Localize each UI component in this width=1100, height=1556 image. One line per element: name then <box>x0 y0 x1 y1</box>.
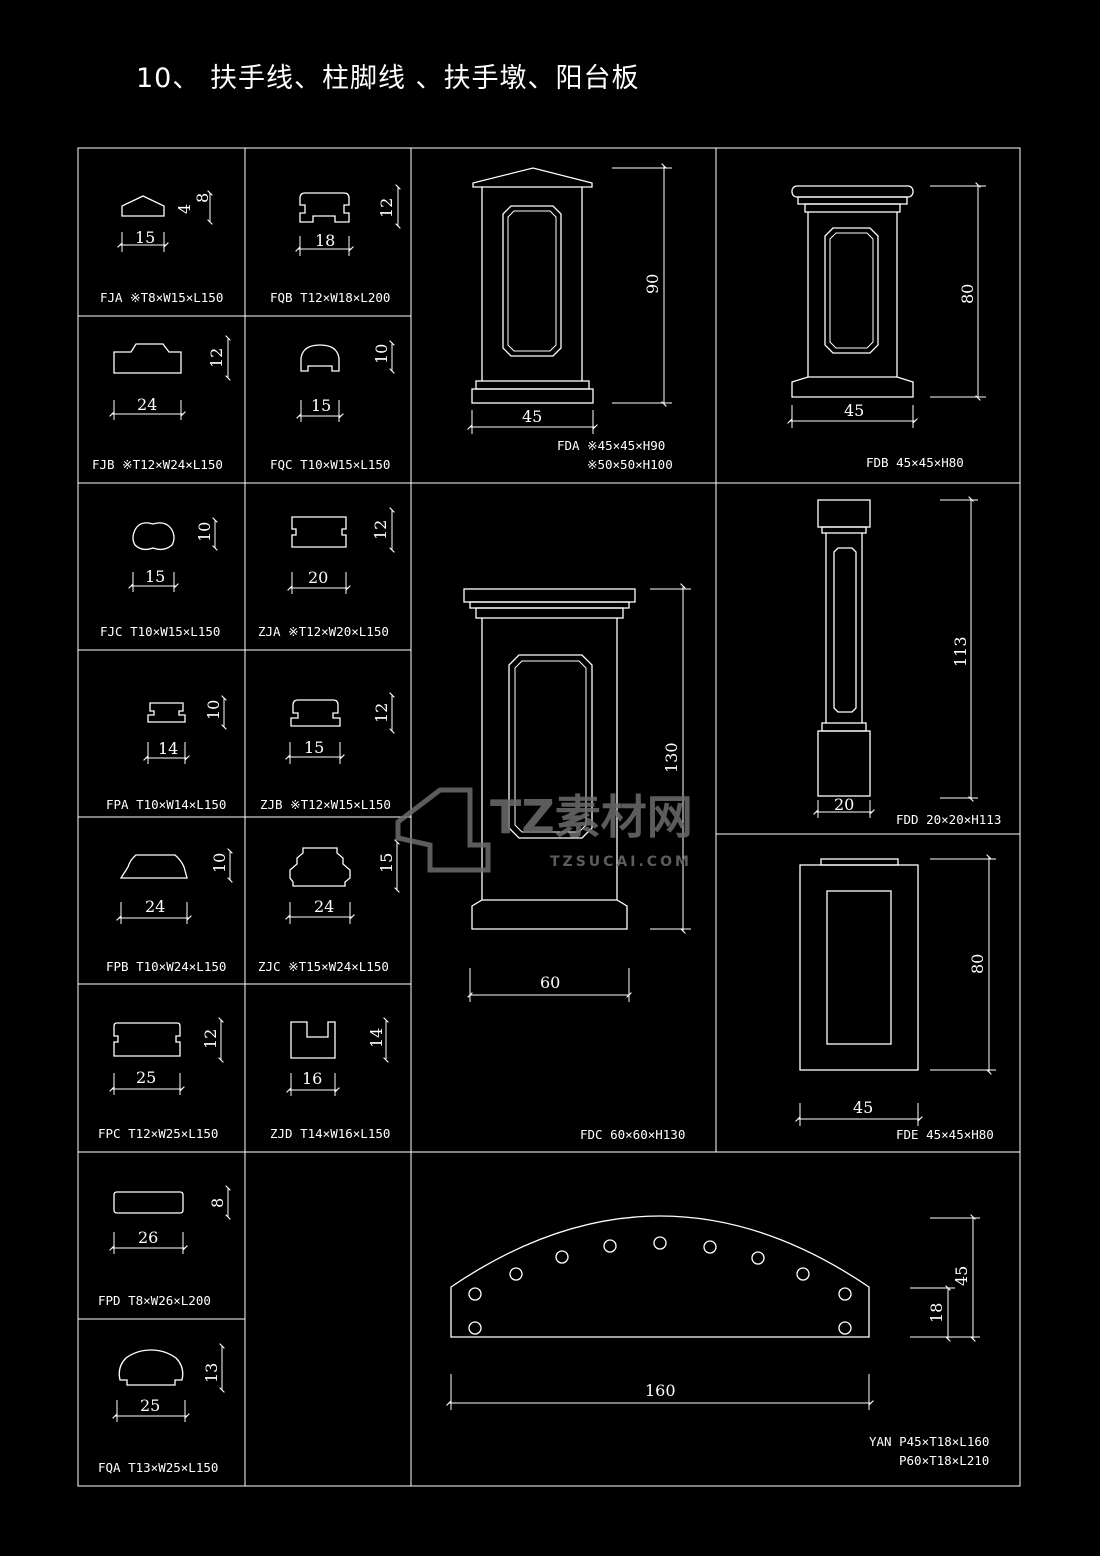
profile-fja: 15 8 4 FJA ※T8×W15×L150 <box>100 190 223 305</box>
fdd-height: 113 <box>951 636 970 667</box>
fdc-height: 130 <box>662 742 681 773</box>
yan-label-2: P60×T18×L210 <box>899 1453 989 1468</box>
fjb-label: FJB ※T12×W24×L150 <box>92 457 223 472</box>
balcony-slab: 160 45 18 YAN P45×T18×L160 P60×T18×L210 <box>446 1214 989 1468</box>
yan-projection: 45 <box>952 1266 971 1286</box>
fpb-height: 10 <box>210 853 229 873</box>
profile-fqb: 18 12 FQB T12×W18×L200 <box>270 184 401 305</box>
yan-length: 160 <box>645 1381 676 1400</box>
fjc-label: FJC T10×W15×L150 <box>100 624 220 639</box>
fdb-label: FDB 45×45×H80 <box>866 455 964 470</box>
fda-width: 45 <box>522 407 542 426</box>
fja-width: 15 <box>135 228 155 247</box>
profile-zjd: 16 14 ZJD T14×W16×L150 <box>270 1017 390 1141</box>
fqa-width: 25 <box>140 1396 160 1415</box>
watermark-url: TZSUCAI.COM <box>550 854 692 870</box>
fdb-height: 80 <box>958 284 977 304</box>
fqa-label: FQA T13×W25×L150 <box>98 1460 218 1475</box>
fda-label-2: ※50×50×H100 <box>587 457 673 472</box>
fpc-label: FPC T12×W25×L150 <box>98 1126 218 1141</box>
fpc-height: 12 <box>201 1029 220 1049</box>
profile-fqc: 15 10 FQC T10×W15×L150 <box>270 340 395 472</box>
pillar-fdb: 45 80 FDB 45×45×H80 <box>787 182 986 470</box>
profile-fpb: 24 10 FPB T10×W24×L150 <box>106 848 233 974</box>
fqb-height: 12 <box>377 198 396 218</box>
fjb-height: 12 <box>207 348 226 368</box>
fda-height: 90 <box>643 274 662 294</box>
fqc-height: 10 <box>372 344 391 364</box>
pillar-fdc: 60 130 FDC 60×60×H130 <box>463 583 691 1142</box>
zjc-height: 15 <box>377 853 396 873</box>
fpd-height: 8 <box>208 1198 227 1208</box>
fpd-label: FPD T8×W26×L200 <box>98 1293 211 1308</box>
fpb-width: 24 <box>145 897 165 916</box>
yan-label-1: YAN P45×T18×L160 <box>869 1434 989 1449</box>
fqb-label: FQB T12×W18×L200 <box>270 290 390 305</box>
page-title: 10、 扶手线、柱脚线 、扶手墩、阳台板 <box>136 63 640 94</box>
watermark: TZ素材网 TZSUCAI.COM <box>395 787 693 873</box>
zjd-height: 14 <box>367 1028 386 1048</box>
profile-fpc: 25 12 FPC T12×W25×L150 <box>98 1017 224 1141</box>
zjd-label: ZJD T14×W16×L150 <box>270 1126 390 1141</box>
fjb-width: 24 <box>137 395 157 414</box>
fqa-height: 13 <box>202 1363 221 1383</box>
zja-label: ZJA ※T12×W20×L150 <box>258 624 389 639</box>
table-grid <box>77 147 1021 1487</box>
watermark-brand: TZ素材网 <box>490 790 693 844</box>
zjb-height: 12 <box>372 703 391 723</box>
pillar-fdd: 20 113 FDD 20×20×H113 <box>813 496 1001 827</box>
fja-height-2: 4 <box>175 204 194 214</box>
fdd-label: FDD 20×20×H113 <box>896 812 1001 827</box>
fja-label: FJA ※T8×W15×L150 <box>100 290 223 305</box>
pillar-fda: 45 90 FDA ※45×45×H90 ※50×50×H100 <box>467 163 673 472</box>
zjd-width: 16 <box>302 1069 322 1088</box>
profile-fpd: 26 8 FPD T8×W26×L200 <box>98 1185 231 1308</box>
fjc-height: 10 <box>195 522 214 542</box>
fda-label-1: FDA ※45×45×H90 <box>557 438 665 453</box>
fpc-width: 25 <box>136 1068 156 1087</box>
profile-zja: 20 12 ZJA ※T12×W20×L150 <box>258 507 395 639</box>
fpa-width: 14 <box>158 739 178 758</box>
zjb-width: 15 <box>304 738 324 757</box>
zjc-width: 24 <box>314 897 334 916</box>
profile-fqa: 25 13 FQA T13×W25×L150 <box>98 1343 225 1475</box>
fdb-width: 45 <box>844 401 864 420</box>
fqc-width: 15 <box>311 396 331 415</box>
fqb-width: 18 <box>315 231 335 250</box>
fdd-width: 20 <box>834 795 854 814</box>
fpa-height: 10 <box>204 700 223 720</box>
zjc-label: ZJC ※T15×W24×L150 <box>258 959 389 974</box>
zja-height: 12 <box>371 520 390 540</box>
fde-width: 45 <box>853 1098 873 1117</box>
fdc-label: FDC 60×60×H130 <box>580 1127 685 1142</box>
fde-label: FDE 45×45×H80 <box>896 1127 994 1142</box>
zjb-label: ZJB ※T12×W15×L150 <box>260 797 391 812</box>
profile-fjb: 24 12 FJB ※T12×W24×L150 <box>92 335 231 472</box>
profile-fjc: 15 10 FJC T10×W15×L150 <box>100 517 220 639</box>
profile-fpa: 14 10 FPA T10×W14×L150 <box>106 695 227 812</box>
fqc-label: FQC T10×W15×L150 <box>270 457 390 472</box>
yan-thickness: 18 <box>927 1303 946 1323</box>
pillar-fde: 45 80 FDE 45×45×H80 <box>795 854 996 1142</box>
fdc-width: 60 <box>540 973 560 992</box>
fde-height: 80 <box>968 954 987 974</box>
fpa-label: FPA T10×W14×L150 <box>106 797 226 812</box>
profile-zjc: 24 15 ZJC ※T15×W24×L150 <box>258 839 400 974</box>
zja-width: 20 <box>308 568 328 587</box>
fpb-label: FPB T10×W24×L150 <box>106 959 226 974</box>
fjc-width: 15 <box>145 567 165 586</box>
profile-zjb: 15 12 ZJB ※T12×W15×L150 <box>260 692 395 812</box>
fpd-width: 26 <box>138 1228 158 1247</box>
fja-height: 8 <box>193 193 212 203</box>
